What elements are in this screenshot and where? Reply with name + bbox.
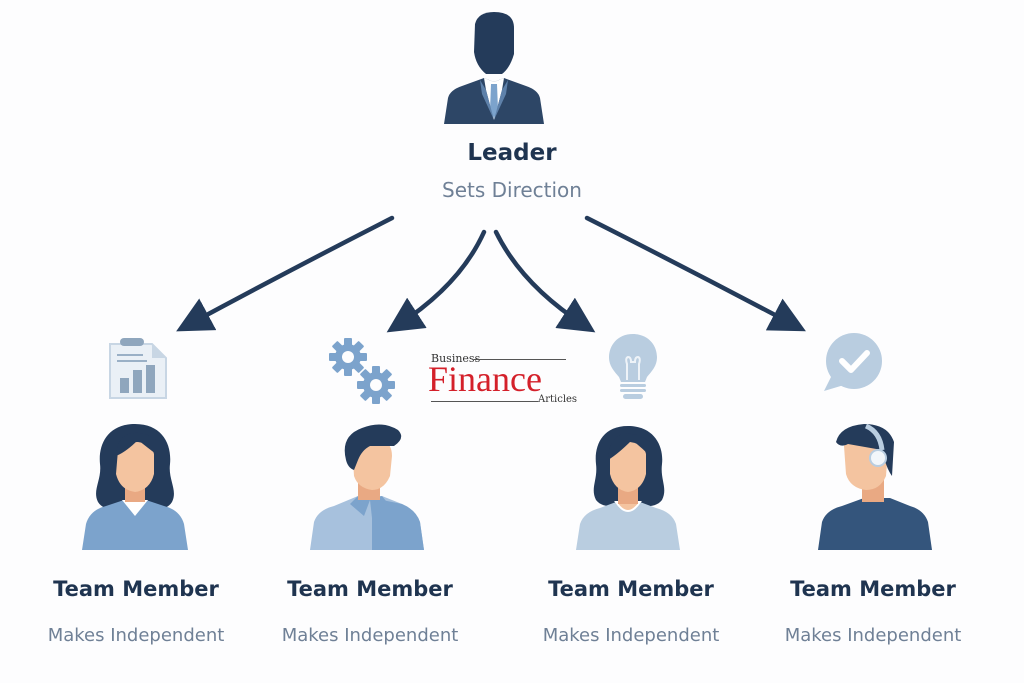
logo-rule-bottom xyxy=(431,401,538,402)
member-3-title: Team Member xyxy=(548,577,714,601)
member-2-subtitle: Makes Independent xyxy=(281,625,459,646)
lightbulb-icon xyxy=(609,334,657,399)
man-avatar xyxy=(310,424,424,550)
leader-title: Leader xyxy=(467,140,557,166)
watermark-line3: Articles xyxy=(538,394,578,405)
woman-avatar xyxy=(82,424,188,550)
watermark-line1: Business xyxy=(431,352,481,365)
logo-rule-top xyxy=(474,359,566,360)
man-headphones-avatar xyxy=(818,423,932,550)
businessman-icon xyxy=(444,12,544,124)
leader-subtitle: Sets Direction xyxy=(442,178,582,202)
woman-avatar xyxy=(576,426,680,550)
member-3-subtitle: Makes Independent xyxy=(542,625,720,646)
arrow-to-member-3 xyxy=(493,229,596,333)
member-4-title: Team Member xyxy=(790,577,956,601)
member-1-subtitle: Makes Independent xyxy=(47,625,225,646)
arrow-to-member-2 xyxy=(386,229,487,333)
watermark-logo: Business Finance Articles xyxy=(428,352,577,410)
member-2-title: Team Member xyxy=(287,577,453,601)
arrow-to-member-4 xyxy=(584,215,806,332)
member-4-subtitle: Makes Independent xyxy=(784,625,962,646)
gears-icon xyxy=(329,338,395,404)
member-1-title: Team Member xyxy=(53,577,219,601)
arrow-to-member-1 xyxy=(176,215,395,332)
clipboard-chart-icon xyxy=(109,338,167,399)
chat-check-icon xyxy=(824,333,882,391)
watermark-line2: Finance xyxy=(428,359,542,399)
